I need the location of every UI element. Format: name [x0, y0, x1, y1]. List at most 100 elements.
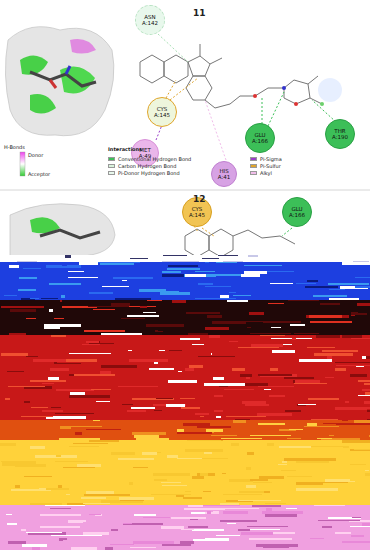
glitch-noise — [68, 271, 84, 272]
glitch-noise — [342, 420, 348, 421]
glitch-noise — [204, 383, 245, 386]
glitch-noise — [149, 280, 161, 282]
glitch-noise — [69, 446, 99, 447]
glitch-noise — [177, 432, 212, 434]
glitch-noise — [108, 327, 116, 328]
glitch-noise — [292, 520, 298, 521]
glitch-noise — [127, 315, 159, 317]
glitch-noise — [35, 455, 77, 458]
glitch-noise — [2, 470, 29, 472]
glitch-noise — [140, 476, 176, 477]
glitch-noise — [181, 529, 194, 530]
glitch-noise — [284, 458, 300, 461]
glitch-noise — [289, 429, 303, 430]
glitch-noise — [270, 283, 293, 284]
glitch-noise — [221, 438, 262, 439]
glitch-noise — [49, 283, 81, 285]
glitch-noise — [296, 461, 329, 463]
glitch-noise — [83, 532, 109, 535]
glitch-noise — [225, 289, 244, 290]
glitch-noise — [243, 277, 253, 280]
glitch-noise — [21, 416, 53, 417]
legend-text: Pi-Sulfur — [260, 163, 281, 169]
glitch-noise — [180, 338, 200, 340]
glitch-noise — [206, 429, 223, 432]
glitch-noise — [354, 467, 370, 468]
residue-circle: ASN A:142 — [135, 5, 165, 35]
glitch-noise — [63, 535, 102, 536]
glitch-noise — [359, 371, 370, 372]
panel-number: 11 — [193, 8, 206, 18]
glitch-noise — [292, 268, 301, 269]
glitch-noise — [328, 289, 345, 290]
glitch-noise — [263, 398, 284, 399]
glitch-noise — [167, 455, 178, 458]
glitch-noise — [270, 491, 302, 493]
glitch-noise — [74, 374, 115, 376]
glitch-noise — [325, 350, 353, 351]
residue-circle: MET A:49 — [131, 139, 159, 167]
glitch-noise — [366, 356, 370, 359]
glitch-noise — [358, 395, 370, 396]
glitch-noise — [308, 398, 339, 400]
glitch-noise — [296, 482, 323, 485]
glitch-noise — [251, 344, 283, 347]
glitch-noise — [125, 479, 149, 482]
glitch-noise — [258, 423, 285, 425]
glitch-noise — [31, 407, 48, 408]
glitch-noise — [195, 271, 215, 272]
glitch-noise — [248, 255, 258, 257]
glitch-noise — [183, 423, 210, 426]
glitch-band — [0, 255, 370, 262]
glitch-noise — [167, 268, 200, 270]
glitch-noise — [83, 503, 110, 504]
glitch-noise — [10, 309, 36, 312]
glitch-noise — [362, 389, 370, 391]
glitch-noise — [140, 306, 147, 308]
glitch-noise — [223, 511, 248, 514]
glitch-noise — [57, 362, 84, 363]
glitch-noise — [220, 295, 229, 298]
glitch-noise — [355, 286, 370, 288]
glitch-noise — [297, 449, 329, 451]
glitch-noise — [166, 289, 204, 291]
glitch-noise — [296, 488, 338, 491]
glitch-noise — [63, 467, 95, 468]
glitch-noise — [205, 286, 231, 287]
glitch-noise — [245, 404, 269, 406]
glitch-noise — [14, 449, 25, 452]
glitch-noise — [364, 500, 370, 503]
glitch-noise — [188, 485, 201, 486]
glitch-noise — [292, 338, 296, 340]
glitch-noise — [192, 476, 204, 479]
glitch-noise — [232, 368, 245, 371]
glitch-noise — [249, 538, 292, 540]
glitch-noise — [207, 511, 211, 514]
glitch-noise — [330, 280, 356, 281]
glitch-noise — [114, 420, 136, 421]
glitch-noise — [70, 386, 99, 387]
glitch-noise — [162, 271, 181, 273]
glitch-noise — [327, 523, 343, 525]
glitch-noise — [350, 374, 367, 377]
glitch-noise — [5, 398, 10, 400]
glitch-noise — [335, 532, 351, 534]
hbond-gradient — [20, 152, 25, 176]
glitch-noise — [245, 426, 280, 429]
protein-surface — [10, 204, 115, 256]
glitch-noise — [158, 303, 190, 306]
legend-item: Pi-Sulfur — [250, 163, 281, 169]
glitch-noise — [162, 274, 169, 277]
glitch-noise — [146, 423, 157, 425]
glitch-noise — [172, 300, 186, 303]
glitch-noise — [336, 423, 370, 425]
glitch-noise — [188, 505, 203, 507]
glitch-noise — [327, 356, 332, 359]
glitch-noise — [240, 446, 247, 448]
glitch-noise — [213, 377, 224, 380]
glitch-noise — [264, 389, 271, 390]
glitch-noise — [250, 435, 291, 436]
glitch-noise — [132, 432, 166, 435]
glitch-noise — [246, 467, 251, 470]
glitch-noise — [63, 359, 97, 362]
